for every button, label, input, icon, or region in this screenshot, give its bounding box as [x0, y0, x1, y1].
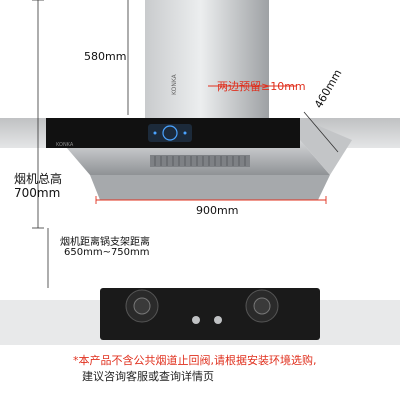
canopy-side	[300, 118, 352, 175]
total-height-value: 700mm	[14, 186, 61, 200]
left-burner	[125, 289, 159, 323]
light-icon[interactable]	[153, 131, 157, 135]
notice-line-1: *本产品不含公共烟道止回阀,请根据安装环境选购,	[73, 354, 317, 367]
left-knob[interactable]	[192, 316, 200, 324]
panel-logo: KONKA	[56, 142, 74, 148]
side-gap-label: 两边预留≥10mm	[217, 80, 306, 93]
hob-distance-value: 650mm~750mm	[64, 247, 150, 258]
dimension-lines	[32, 0, 129, 229]
filter-slats	[154, 156, 246, 166]
notice-line-2: 建议咨询客服或查询详情页	[82, 370, 214, 383]
right-burner	[245, 289, 279, 323]
hob-distance-label: 烟机距离锅支架距离	[60, 237, 150, 248]
chimney-logo: KONKA	[171, 73, 178, 95]
total-height-label: 烟机总高	[14, 172, 63, 186]
chimney-height-label: 580mm	[84, 50, 127, 63]
control-display[interactable]	[148, 124, 192, 142]
right-knob[interactable]	[214, 316, 222, 324]
grease-filter	[150, 155, 250, 167]
fan-icon[interactable]	[183, 131, 187, 135]
chimney	[145, 0, 269, 120]
width-label: 900mm	[196, 204, 239, 217]
canopy-front	[90, 175, 330, 200]
power-knob-icon[interactable]	[162, 125, 178, 141]
depth-line	[303, 111, 339, 153]
